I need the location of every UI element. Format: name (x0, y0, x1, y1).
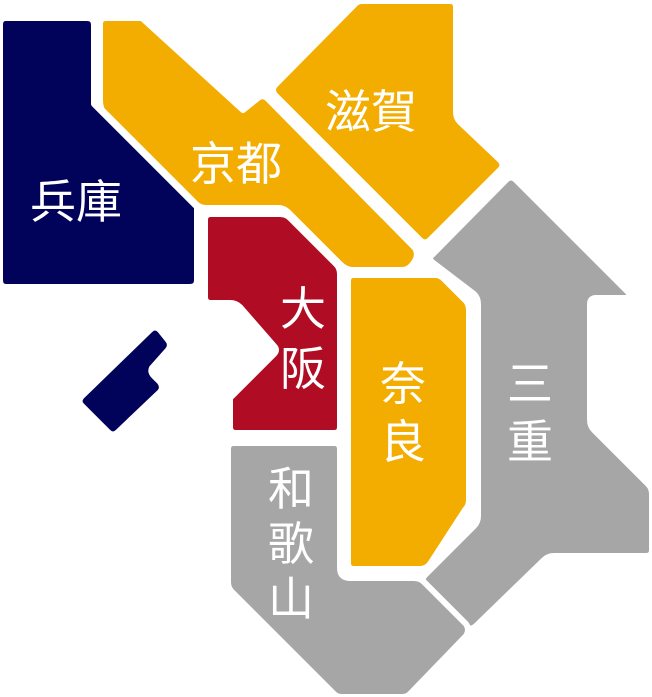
osaka-shape[interactable] (202, 211, 343, 436)
nara-shape[interactable] (345, 272, 472, 572)
prefecture-nara[interactable]: 奈 良 (345, 272, 472, 572)
awaji-shape[interactable] (76, 324, 173, 438)
mie-shape[interactable] (419, 174, 652, 632)
island-awaji[interactable] (76, 324, 173, 438)
prefecture-osaka[interactable]: 大 阪 (202, 211, 343, 436)
kyoto-shape[interactable] (97, 15, 420, 273)
wakayama-shape[interactable] (225, 440, 471, 697)
hyogo-shape[interactable] (0, 15, 200, 290)
shiga-shape[interactable] (270, 0, 506, 246)
